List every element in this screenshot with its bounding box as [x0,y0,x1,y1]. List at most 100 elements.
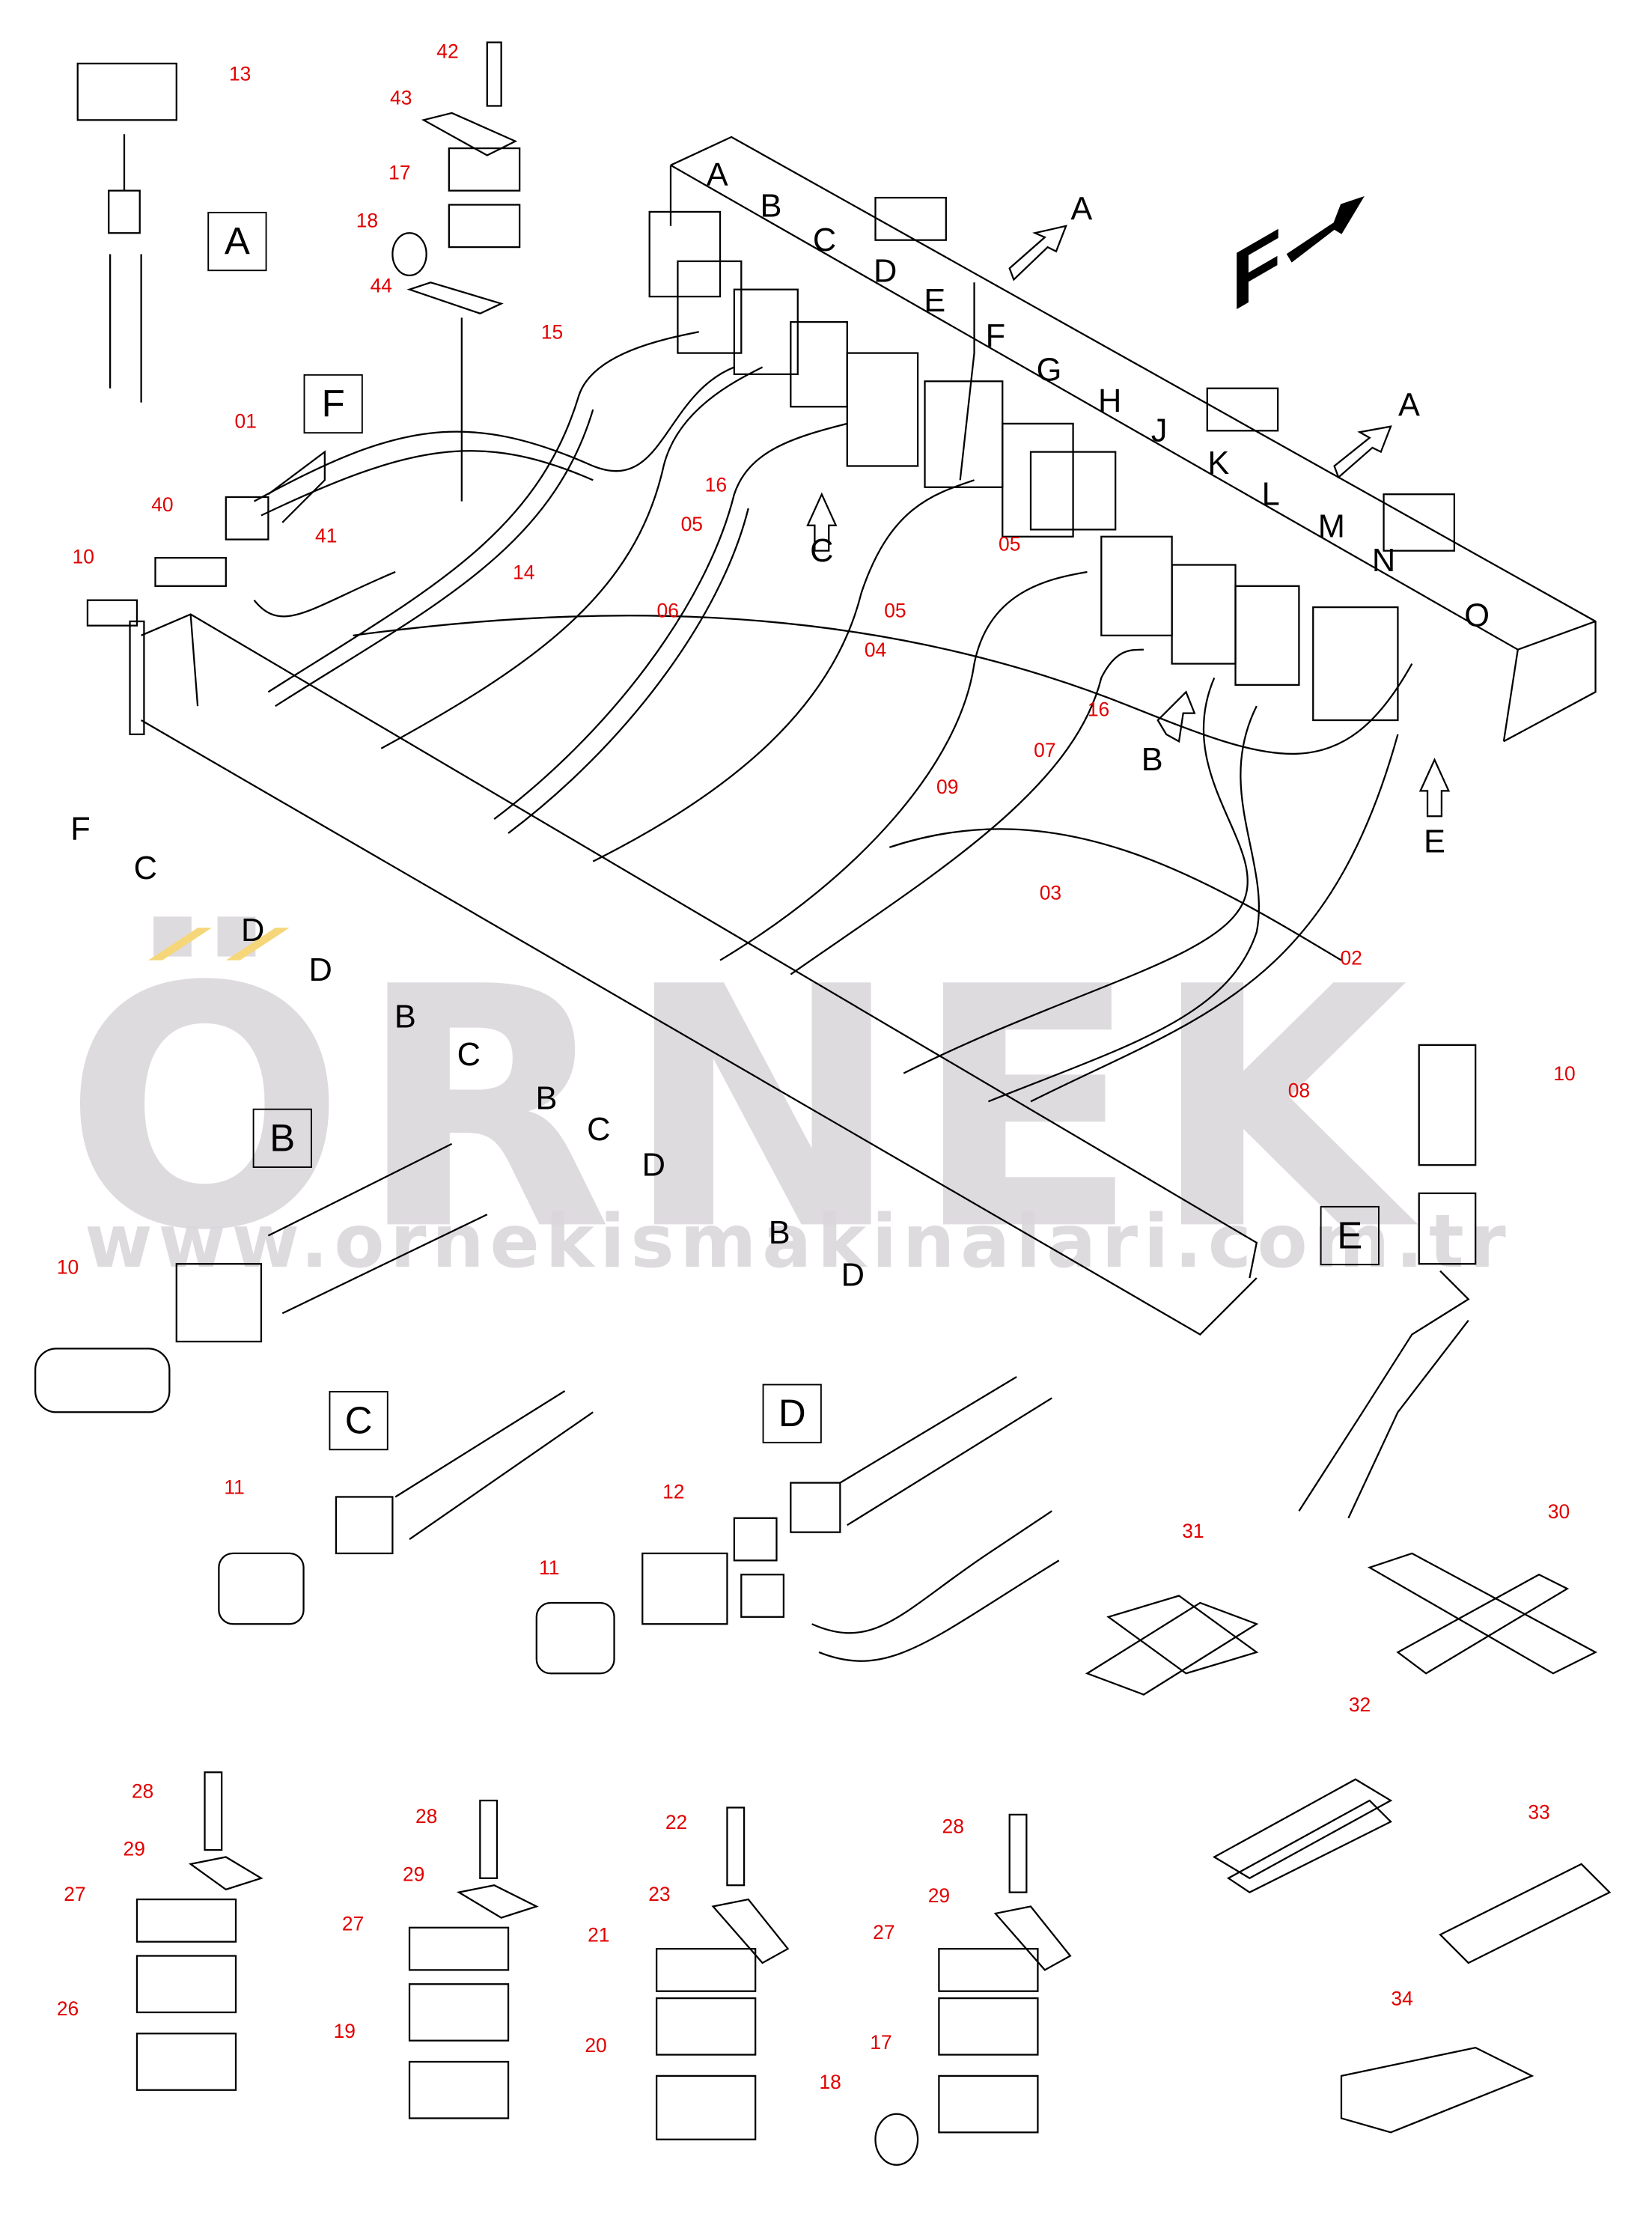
port-letter: G [1036,350,1062,388]
plates [1085,1552,1612,2134]
port-letter: N [1371,541,1396,579]
port-letter: B [760,186,782,224]
part-number-callout[interactable]: 21 [588,1923,610,1946]
detail-box-label: D [762,1383,822,1443]
part-number-callout[interactable]: 16 [704,472,728,496]
port-letter: O [1464,596,1490,634]
part-number-callout[interactable]: 05 [680,512,703,535]
part-number-callout[interactable]: 28 [415,1804,438,1827]
part-number-callout[interactable]: 15 [540,320,564,344]
part-number-callout[interactable]: 18 [819,2070,841,2093]
part-number-callout[interactable]: 29 [927,1884,951,1907]
port-letter: C [812,221,837,258]
part-number-callout[interactable]: 22 [665,1810,688,1833]
part-number-callout[interactable]: 43 [390,86,412,109]
part-number-callout[interactable]: 34 [1391,1987,1413,2010]
part-number-callout[interactable]: 26 [56,1997,79,2020]
detail-box-label: B [252,1108,312,1168]
callout-letter: F [70,809,91,847]
view-arrow-label: C [810,532,834,569]
part-number-callout[interactable]: 31 [1182,1519,1204,1542]
detail-c-drawing [218,1390,594,1625]
part-number-callout[interactable]: 13 [228,61,252,85]
watermark-url: www.ornekismakinalari.com.tr [85,1200,1512,1285]
port-letter: M [1317,508,1345,545]
callout-letter: C [587,1110,611,1148]
view-arrow-label: A [1398,386,1420,423]
part-number-callout[interactable]: 10 [72,545,94,568]
callout-letter: D [240,911,265,949]
part-number-callout[interactable]: 33 [1528,1800,1550,1824]
frame-beam [129,613,1258,1336]
hoses [253,282,1413,1103]
callout-letter: D [641,1145,666,1183]
port-letter: H [1097,382,1122,419]
part-number-callout[interactable]: 19 [333,2019,356,2042]
watermark-dot [225,928,290,961]
part-number-callout[interactable]: 11 [224,1476,245,1499]
part-number-callout[interactable]: 27 [341,1912,365,1935]
part-number-callout[interactable]: 42 [436,39,459,62]
view-arrow-label: E [1424,822,1445,859]
clamp-sets [135,1771,1072,2166]
part-number-callout[interactable]: 08 [1287,1079,1311,1102]
part-number-callout[interactable]: 05 [884,598,906,621]
part-number-callout[interactable]: 04 [864,638,887,661]
part-number-callout[interactable]: 23 [648,1882,671,1905]
view-arrow-label: A [1070,189,1093,227]
detail-d-drawing [535,1376,1060,1675]
part-number-callout[interactable]: 32 [1348,1693,1371,1716]
part-number-callout[interactable]: 01 [234,410,257,433]
view-arrow-label: B [1141,740,1163,778]
port-letter: L [1261,475,1280,512]
part-number-callout[interactable]: 07 [1034,738,1056,761]
watermark-dot [148,928,212,961]
callout-letter: B [535,1080,558,1117]
part-number-callout[interactable]: 05 [999,532,1021,555]
detail-e-drawing [1298,1044,1477,1519]
part-number-callout[interactable]: 06 [656,598,679,621]
part-number-callout[interactable]: 14 [513,560,535,584]
part-number-callout[interactable]: 17 [870,2030,892,2054]
callout-letter: C [133,849,157,886]
watermark-brand: ÖRNEK [63,918,1419,1304]
detail-box-label: A [207,211,267,272]
part-number-callout[interactable]: 40 [151,493,174,516]
part-number-callout[interactable]: 10 [56,1255,79,1279]
part-number-callout[interactable]: 27 [873,1920,895,1943]
part-number-callout[interactable]: 29 [402,1863,425,1886]
detail-b-drawing [34,1142,488,1413]
part-number-callout[interactable]: 28 [942,1814,964,1838]
part-number-callout[interactable]: 12 [662,1479,685,1503]
port-letter: A [706,156,728,193]
callout-letter: D [841,1255,865,1293]
part-number-callout[interactable]: 11 [539,1556,560,1579]
view-arrows [806,225,1451,818]
callout-letter: C [457,1035,481,1073]
part-number-callout[interactable]: 41 [315,523,338,547]
valve-manifold [648,136,1597,743]
part-number-callout[interactable]: 10 [1553,1062,1576,1085]
callout-letter: D [308,951,332,988]
part-number-callout[interactable]: 16 [1087,697,1110,721]
port-letter: D [874,252,897,289]
part-number-callout[interactable]: 17 [388,161,411,184]
callout-letter: B [768,1214,790,1251]
part-number-callout[interactable]: 27 [64,1882,86,1905]
part-number-callout[interactable]: 09 [936,775,959,798]
callout-letter: B [394,997,416,1035]
part-number-callout[interactable]: 18 [356,209,379,232]
detail-box-label: E [1320,1205,1380,1266]
part-number-callout[interactable]: 29 [123,1837,145,1860]
port-letter: J [1150,411,1168,448]
part-number-callout[interactable]: 20 [585,2033,607,2057]
detail-a-drawing [76,62,177,403]
port-letter: K [1207,444,1230,481]
clamp-top [391,41,521,502]
part-number-callout[interactable]: 02 [1340,946,1362,969]
part-number-callout[interactable]: 44 [370,273,392,297]
part-number-callout[interactable]: 03 [1039,881,1062,904]
part-number-callout[interactable]: 30 [1547,1500,1570,1523]
part-number-callout[interactable]: 28 [131,1779,154,1802]
